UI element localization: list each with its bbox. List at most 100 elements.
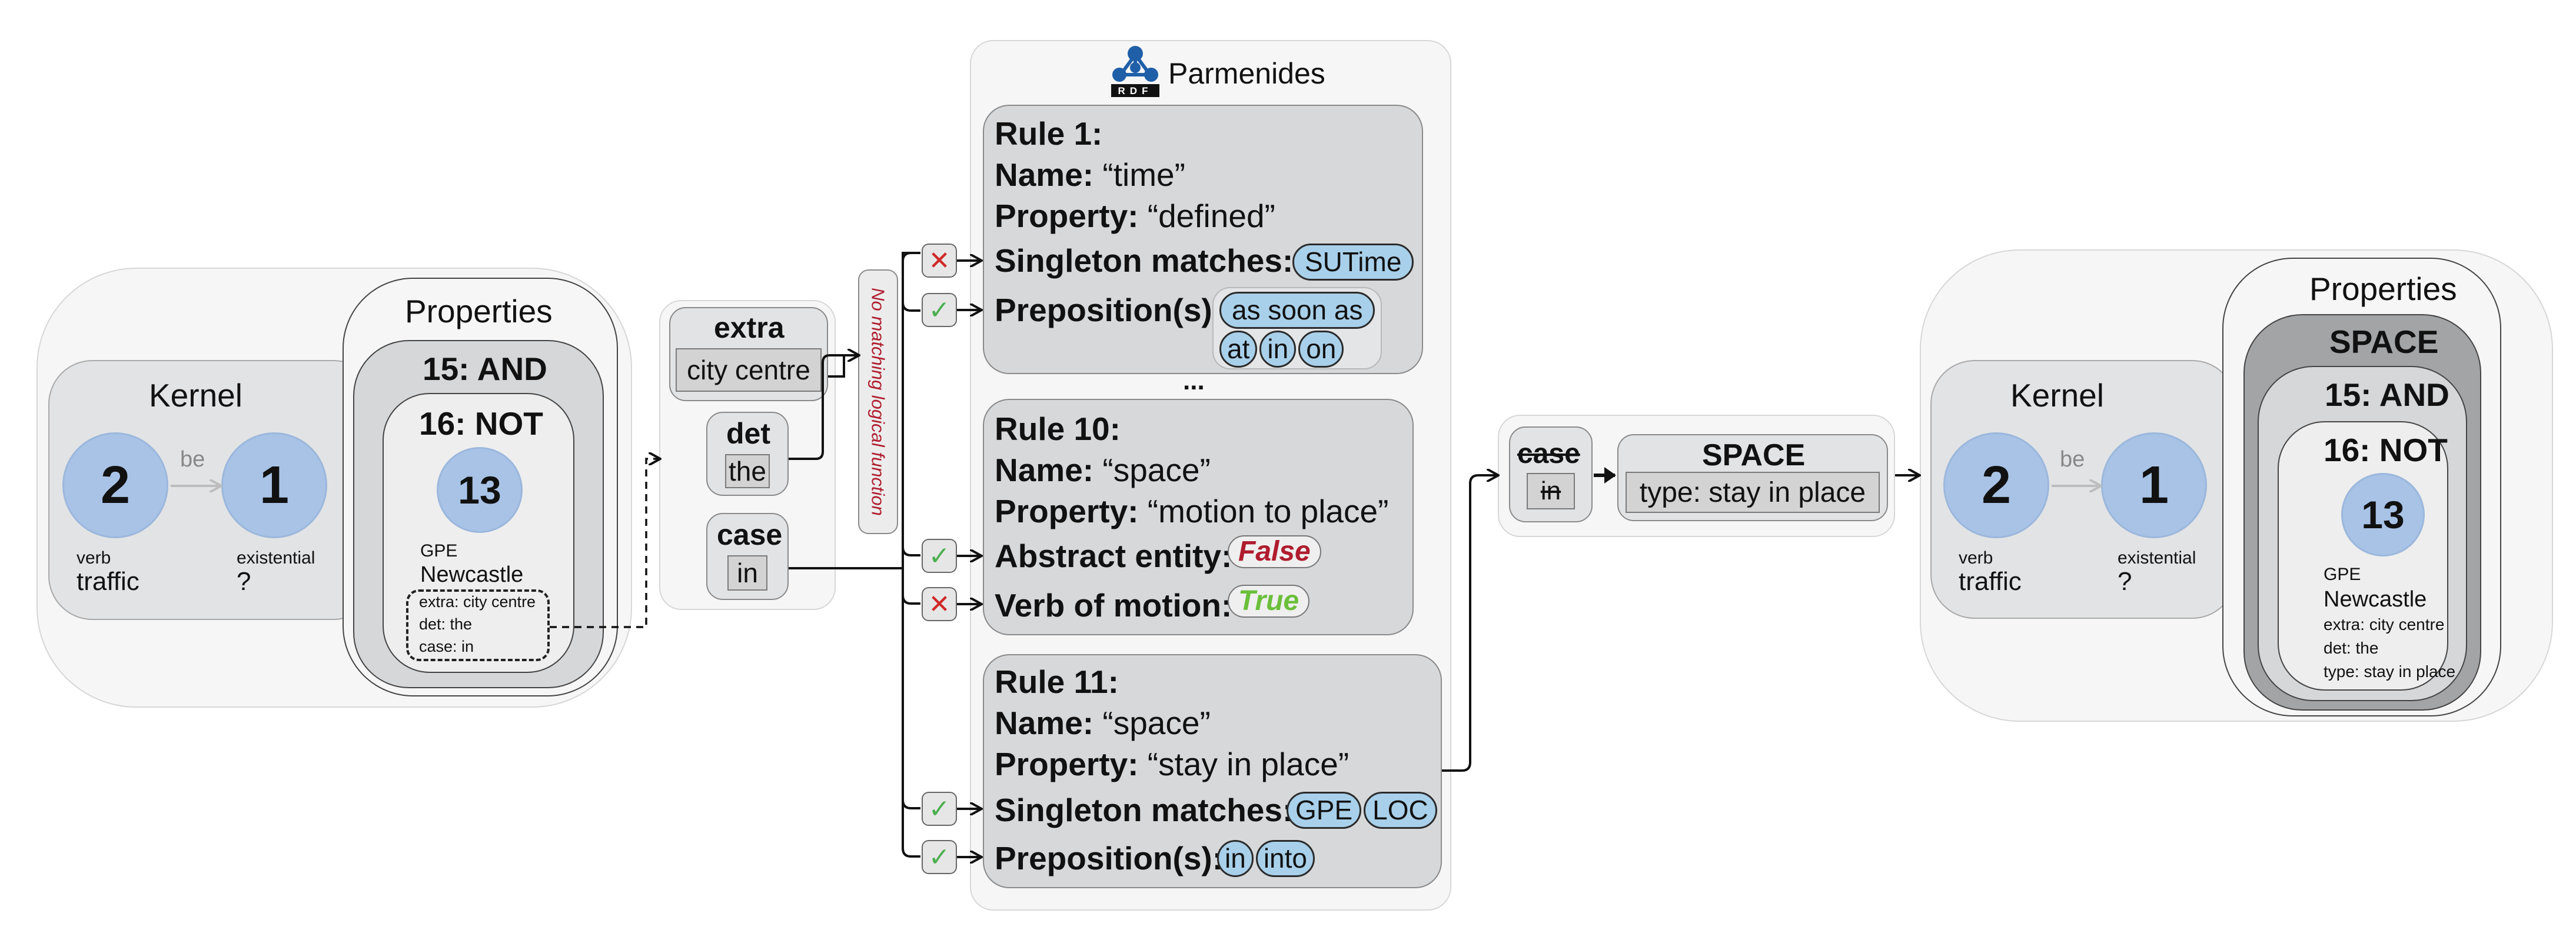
rule-1-title: Rule 1: — [995, 115, 1103, 152]
left-and-label: 15: AND — [423, 351, 547, 387]
rule-10-motion-key: Verb of motion: — [995, 587, 1232, 624]
result-space-title: SPACE — [1702, 438, 1806, 472]
left-node-2-label: traffic — [77, 567, 139, 596]
pill-gpe: GPE — [1287, 792, 1362, 829]
pill-on: on — [1298, 331, 1344, 368]
rule-10-title: Rule 10: — [995, 411, 1121, 447]
det-value: the — [725, 454, 770, 488]
rule-10-name: Name: “space” — [995, 452, 1211, 488]
result-type-box: type: stay in place — [1626, 472, 1880, 513]
left-node-13-label: Newcastle — [420, 562, 524, 587]
det-title: det — [726, 417, 770, 450]
case-title: case — [717, 518, 783, 551]
left-node-1-label: ? — [237, 567, 251, 596]
right-kernel-title: Kernel — [2010, 377, 2104, 414]
left-node-1-type: existential — [237, 548, 315, 568]
rule-11-prep-key: Preposition(s): — [995, 840, 1224, 876]
right-node-2-label: traffic — [1959, 567, 2022, 596]
rule-1-name: Name: “time” — [995, 156, 1185, 193]
pill-in: in — [1259, 331, 1297, 368]
rule-1-prep-mark: ✓ — [922, 293, 957, 327]
branch-10b — [902, 595, 920, 605]
left-edge-label: be — [180, 447, 205, 472]
rule-10-motion-mark: ✕ — [922, 587, 957, 621]
left-node-13-type: GPE — [420, 541, 458, 561]
rule-1-property: Property: “defined” — [995, 198, 1275, 234]
extra-to-nomatch — [828, 355, 857, 378]
rule-10-property: Property: “motion to place” — [995, 493, 1389, 529]
branch-11b — [902, 848, 920, 858]
pill-in-2: in — [1217, 840, 1254, 877]
extra-title: extra — [714, 311, 785, 344]
left-not-label: 16: NOT — [419, 405, 543, 442]
result-type-value: stay in place — [1709, 476, 1866, 508]
right-prop-extra: extra: city centre — [2324, 615, 2445, 634]
right-prop-det: det: the — [2324, 639, 2379, 657]
right-node-13-label: Newcastle — [2324, 587, 2427, 612]
det-to-nomatch — [789, 354, 857, 460]
left-not-box — [383, 393, 574, 673]
left-prop-extra: extra: city centre — [419, 593, 536, 611]
left-prop-case: case: in — [419, 638, 474, 655]
right-node-1: 1 — [2101, 432, 2207, 538]
result-type-key: type: — [1639, 476, 1701, 508]
rule-11-singleton-mark: ✓ — [922, 792, 957, 826]
no-match-box — [858, 269, 898, 534]
branch-11a — [902, 799, 920, 809]
rule-10-abstract-key: Abstract entity: — [995, 538, 1232, 574]
result-case-value: in — [1527, 473, 1575, 509]
right-not-label: 16: NOT — [2324, 432, 2448, 468]
left-node-13: 13 — [437, 447, 523, 533]
right-node-13: 13 — [2341, 473, 2425, 556]
pill-loc: LOC — [1364, 792, 1437, 829]
rules-ellipsis: ... — [1183, 366, 1205, 395]
pill-at: at — [1219, 331, 1258, 368]
right-node-1-type: existential — [2118, 548, 2196, 568]
rule-10-abstract-value: False — [1228, 535, 1321, 568]
rule-10-motion-value: True — [1228, 585, 1310, 618]
pill-into: into — [1255, 840, 1315, 877]
left-prop-det: det: the — [419, 615, 473, 633]
right-node-1-label: ? — [2118, 567, 2132, 596]
rules-trunk — [902, 252, 920, 849]
pill-sutime: SUTime — [1292, 244, 1414, 281]
rule-10-box — [983, 399, 1414, 635]
rdf-logo-text: RDF — [1118, 85, 1153, 96]
right-space-label: SPACE — [2329, 324, 2439, 360]
dashed-link — [550, 459, 658, 628]
rule-11-name: Name: “space” — [995, 705, 1211, 741]
left-kernel-title: Kernel — [149, 377, 242, 414]
branch-10a — [902, 546, 920, 556]
rule-1-prep-pills-a: as soon as — [1219, 292, 1375, 329]
right-properties-title: Properties — [2309, 271, 2457, 307]
rdf-logo: RDF — [1110, 44, 1161, 98]
rule-11-title: Rule 11: — [995, 664, 1119, 700]
right-node-2-type: verb — [1959, 548, 1993, 568]
left-properties-title: Properties — [405, 293, 553, 329]
rule-1-prep-key: Preposition(s): — [995, 292, 1224, 328]
right-and-label: 15: AND — [2325, 376, 2449, 413]
left-node-2-type: verb — [77, 548, 111, 568]
rule-1-singleton-mark: ✕ — [922, 244, 957, 278]
right-node-2: 2 — [1943, 432, 2049, 538]
rule-11-prep-mark: ✓ — [922, 840, 957, 874]
rule-11-property: Property: “stay in place” — [995, 746, 1350, 782]
branch-1b — [902, 302, 920, 312]
parmenides-title: Parmenides — [1168, 57, 1325, 90]
right-not-box — [2278, 421, 2448, 691]
rule-11-singleton-key: Singleton matches: — [995, 792, 1294, 828]
rule-1-singleton-key: Singleton matches: — [995, 242, 1294, 279]
branch-1a — [902, 252, 920, 261]
extra-value: city centre — [676, 348, 822, 392]
left-node-1: 1 — [221, 432, 327, 538]
pill-as-soon-as: as soon as — [1219, 292, 1375, 329]
rule-11-box — [983, 654, 1442, 888]
left-props-dashed-box — [406, 589, 550, 661]
det-box — [706, 412, 789, 496]
right-prop-type: type: stay in place — [2324, 662, 2456, 681]
case-value: in — [727, 555, 767, 591]
